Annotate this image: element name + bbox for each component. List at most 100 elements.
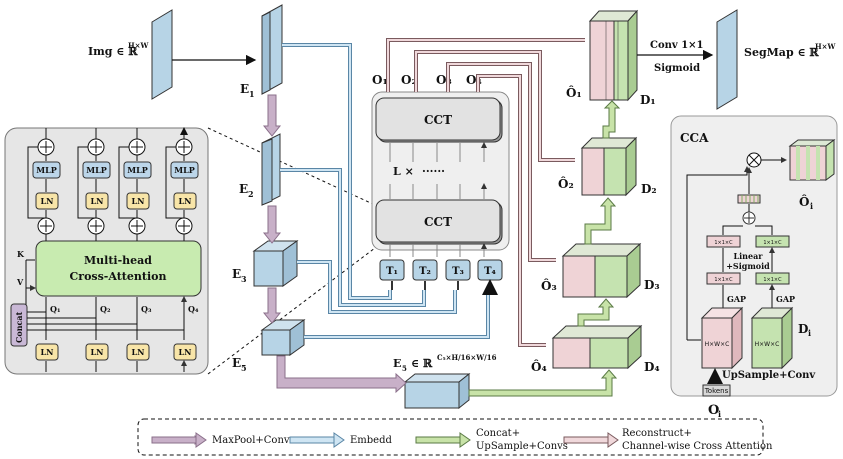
o4-hat-label: Ô₄ bbox=[531, 358, 547, 374]
di-label: D bbox=[798, 322, 808, 336]
ln-label: LN bbox=[41, 347, 54, 357]
d4-label: D₄ bbox=[644, 360, 660, 374]
q2-label: Q₂ bbox=[100, 304, 111, 314]
tokens-label: Tokens bbox=[704, 387, 729, 395]
o1-hat-label: Ô₁ bbox=[566, 84, 582, 100]
ln-label: LN bbox=[179, 347, 192, 357]
concat-label: Concat bbox=[14, 311, 24, 343]
o2-hat-label: Ô₂ bbox=[558, 175, 574, 191]
input-image: Img ∈ ℝ H×W bbox=[88, 9, 257, 100]
multi-head-cross-attention-block bbox=[35, 240, 202, 297]
gap-label-2: GAP bbox=[776, 294, 795, 304]
legend-concat-2: UpSample+Convs bbox=[476, 441, 568, 452]
e2-label: E bbox=[239, 182, 248, 196]
k-label: K bbox=[17, 249, 25, 259]
d2-label: D₂ bbox=[641, 182, 657, 196]
mhca-label-2: Cross-Attention bbox=[70, 270, 167, 283]
cct-repeat-label: L × bbox=[393, 165, 414, 178]
mlp-label: MLP bbox=[174, 165, 195, 175]
cct-region: CCT CCT L × ······ bbox=[371, 91, 510, 257]
cct-dots: ······ bbox=[422, 165, 445, 178]
upsample-conv-label: UpSample+Conv bbox=[722, 370, 816, 381]
legend-reconstruct-1: Reconstruct+ bbox=[622, 428, 692, 439]
mhca-label-1: Multi-head bbox=[84, 254, 152, 267]
d3-label: D₃ bbox=[644, 278, 660, 292]
o1-label: O₁ bbox=[372, 73, 388, 87]
legend-embedd: Embedd bbox=[350, 435, 393, 446]
e3-label: E bbox=[232, 267, 241, 281]
legend-concat-1: Concat+ bbox=[476, 428, 520, 439]
vec-label: 1×1×C bbox=[763, 277, 782, 283]
vec-label: 1×1×C bbox=[763, 240, 782, 246]
segmap-output bbox=[716, 9, 738, 110]
embed-arrows-inner bbox=[280, 44, 489, 338]
ln-label: LN bbox=[179, 196, 192, 206]
o3-hat-label: Ô₃ bbox=[541, 277, 557, 293]
token-3: T₃ bbox=[452, 266, 464, 277]
oi-hat-label: Ô bbox=[799, 193, 809, 209]
concat-block bbox=[10, 303, 28, 347]
e4-label: E bbox=[232, 356, 241, 370]
cca-panel: CCA Ô i 1×1×C 1×1×C 1×1×C 1×1 bbox=[670, 115, 838, 419]
sigmoid-label-cca: +Sigmoid bbox=[726, 261, 770, 271]
legend-item-maxpool: MaxPool+Convs bbox=[151, 432, 295, 448]
maxpool-arrows bbox=[262, 94, 407, 394]
sigmoid-label: Sigmoid bbox=[654, 63, 700, 74]
cct-detail-panel: MLP MLP MLP MLP LN LN LN LN Multi-head C… bbox=[4, 128, 209, 375]
di-sub: i bbox=[808, 328, 811, 338]
oi-hat-cube bbox=[788, 139, 836, 181]
input-label: Img ∈ ℝ bbox=[88, 45, 138, 58]
upsample-arrows bbox=[468, 100, 621, 397]
legend-maxpool: MaxPool+Convs bbox=[212, 435, 295, 446]
ln-label: LN bbox=[91, 196, 104, 206]
q3-label: Q₃ bbox=[141, 304, 152, 314]
q1-label: Q₁ bbox=[50, 304, 60, 314]
token-boxes: T₁ T₂ T₃ T₄ bbox=[379, 259, 502, 290]
legend-item-concat: Concat+ UpSample+Convs bbox=[415, 428, 568, 452]
cct-label-bottom: CCT bbox=[424, 215, 452, 229]
attention-vector bbox=[737, 194, 761, 204]
d1-label: D₁ bbox=[640, 93, 656, 107]
mlp-blocks: MLP MLP MLP MLP bbox=[32, 161, 199, 179]
mlp-label: MLP bbox=[127, 165, 148, 175]
e5-formula: ∈ ℝ bbox=[411, 357, 433, 370]
token-1: T₁ bbox=[386, 266, 398, 277]
decoder-blocks: D₁ D₂ D₃ D₄ Ô₁ Ô₂ Ô₃ Ô₄ bbox=[531, 9, 660, 374]
encoder-blocks: E 1 E 2 E 3 E 5 E 5 ∈ ℝ C₅×H/16×W/16 bbox=[232, 4, 497, 410]
cct-label-top: CCT bbox=[424, 113, 452, 127]
legend-item-reconstruct: Reconstruct+ Channel-wise Cross Attentio… bbox=[563, 428, 773, 452]
mlp-label: MLP bbox=[86, 165, 107, 175]
conv-label: Conv 1×1 bbox=[650, 40, 704, 51]
q4-label: Q₄ bbox=[188, 304, 199, 314]
cca-title: CCA bbox=[680, 131, 709, 145]
vector-box bbox=[706, 272, 741, 285]
residual-add-icons bbox=[37, 138, 193, 235]
legend-item-embedd: Embedd bbox=[289, 432, 393, 448]
token-2: T₂ bbox=[419, 266, 431, 277]
output-section: Conv 1×1 Sigmoid SegMap ∈ ℝ H×W bbox=[637, 9, 835, 110]
e4-sub: 5 bbox=[241, 363, 247, 373]
oi-hat-sub: i bbox=[810, 201, 813, 211]
mlp-label: MLP bbox=[36, 165, 57, 175]
token-4: T₄ bbox=[484, 266, 496, 277]
ln-label: LN bbox=[91, 347, 104, 357]
vector-box bbox=[706, 235, 741, 248]
reconstruct-arrows-inner bbox=[387, 39, 585, 346]
output-label: SegMap ∈ ℝ bbox=[744, 46, 819, 59]
linear-label: Linear bbox=[734, 251, 764, 261]
di-feature-cube bbox=[750, 306, 794, 370]
oi-label: O bbox=[708, 403, 719, 418]
legend-reconstruct-2: Channel-wise Cross Attention bbox=[622, 441, 773, 452]
e2-sub: 2 bbox=[248, 189, 254, 199]
legend: MaxPool+Convs Embedd Concat+ UpSample+Co… bbox=[137, 418, 773, 456]
vec-label: 1×1×C bbox=[714, 277, 733, 283]
hwc-label-1: H×W×C bbox=[705, 341, 730, 348]
e5-label: E bbox=[393, 357, 401, 370]
e3-sub: 3 bbox=[241, 274, 247, 284]
e1-label: E bbox=[240, 82, 249, 96]
gap-label-1: GAP bbox=[727, 294, 746, 304]
vec-label: 1×1×C bbox=[714, 240, 733, 246]
e5-sub: 5 bbox=[402, 364, 407, 373]
ln-label: LN bbox=[41, 196, 54, 206]
